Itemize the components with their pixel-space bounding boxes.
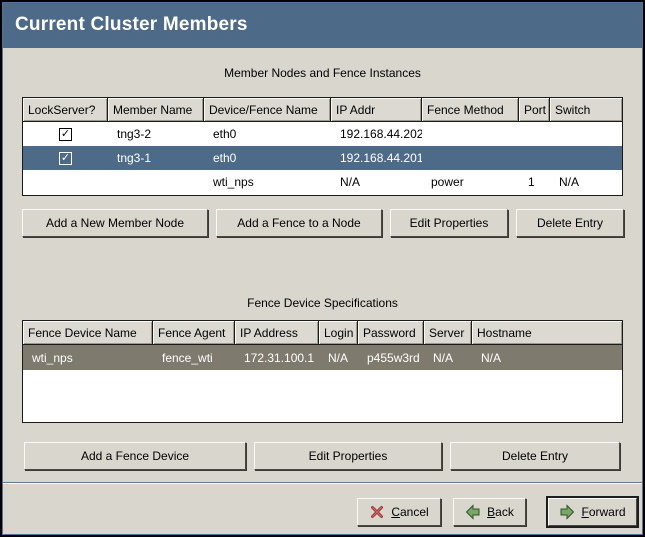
page-title: Current Cluster Members (15, 14, 248, 35)
device-fence-name-cell: wti_nps (213, 175, 254, 189)
port-cell: 1 (528, 175, 535, 189)
add-fence-device-button[interactable]: Add a Fence Device (24, 442, 246, 470)
column-header-switch[interactable]: Switch (550, 98, 622, 122)
login-cell: N/A (328, 350, 349, 365)
switch-cell: N/A (559, 175, 580, 189)
port-cell (519, 122, 550, 146)
lockserver-cell (23, 170, 108, 194)
fence-table-caption: Fence Device Specifications (247, 296, 398, 310)
column-header-device-fence-name[interactable]: Device/Fence Name (204, 98, 331, 122)
member-table-actions: Add a New Member Node Add a Fence to a N… (22, 209, 624, 237)
column-header-password[interactable]: Password (358, 321, 424, 345)
cancel-label: Cancel (391, 505, 429, 519)
ip-addr-cell: N/A (340, 175, 361, 189)
fence-table-header-row: Fence Device Name Fence Agent IP Address… (23, 321, 622, 345)
member-row-selected[interactable]: ✓ tng3-1 eth0 192.168.44.201 (23, 146, 622, 170)
ip-address-cell: 172.31.100.1 (244, 350, 315, 365)
column-header-server[interactable]: Server (424, 321, 472, 345)
ip-addr-cell: 192.168.44.201 (340, 151, 422, 165)
fence-device-name-cell: wti_nps (32, 350, 73, 365)
lockserver-checkbox[interactable]: ✓ (59, 127, 72, 141)
lockserver-cell: ✓ (23, 146, 108, 170)
green-arrow-left-icon (465, 504, 480, 520)
column-header-lockserver[interactable]: LockServer? (23, 98, 108, 122)
password-cell: p455w3rd (367, 350, 420, 365)
lockserver-cell: ✓ (23, 122, 108, 146)
delete-member-entry-button[interactable]: Delete Entry (516, 209, 624, 237)
add-member-node-button[interactable]: Add a New Member Node (22, 209, 208, 237)
title-bar: Current Cluster Members (2, 2, 643, 48)
fence-method-cell: power (431, 175, 464, 189)
green-arrow-right-icon (560, 504, 575, 520)
member-table-header-row: LockServer? Member Name Device/Fence Nam… (23, 98, 622, 122)
red-x-icon (371, 506, 384, 518)
server-cell: N/A (433, 350, 454, 365)
member-name-cell (108, 170, 204, 194)
column-header-ip-addr[interactable]: IP Addr (331, 98, 422, 122)
column-header-port[interactable]: Port (519, 98, 550, 122)
column-header-fence-method[interactable]: Fence Method (422, 98, 519, 122)
fence-agent-cell: fence_wti (162, 350, 213, 365)
forward-button[interactable]: Forward (546, 496, 639, 528)
cancel-button[interactable]: Cancel (357, 498, 441, 526)
fence-method-cell (422, 122, 519, 146)
switch-cell (550, 122, 622, 146)
back-label: Back (487, 505, 514, 519)
device-fence-name-cell: eth0 (213, 151, 237, 165)
column-header-fence-device-name[interactable]: Fence Device Name (23, 321, 153, 345)
member-row[interactable]: wti_nps N/A power 1 N/A (23, 170, 622, 194)
footer-separator (2, 482, 643, 484)
fence-devices-table: Fence Device Name Fence Agent IP Address… (22, 320, 623, 423)
delete-fence-entry-button[interactable]: Delete Entry (450, 442, 620, 470)
hostname-cell: N/A (481, 350, 502, 365)
switch-cell (550, 146, 622, 170)
fence-row-selected[interactable]: wti_nps fence_wti 172.31.100.1 N/A p455w… (23, 345, 622, 370)
member-name-cell: tng3-2 (117, 127, 152, 141)
edit-member-properties-button[interactable]: Edit Properties (390, 209, 508, 237)
column-header-hostname[interactable]: Hostname (472, 321, 622, 345)
fence-table-actions: Add a Fence Device Edit Properties Delet… (24, 442, 620, 470)
add-fence-to-node-button[interactable]: Add a Fence to a Node (216, 209, 382, 237)
member-row[interactable]: ✓ tng3-2 eth0 192.168.44.202 (23, 122, 622, 146)
ip-addr-cell: 192.168.44.202 (340, 127, 422, 141)
fence-method-cell (422, 146, 519, 170)
column-header-member-name[interactable]: Member Name (108, 98, 204, 122)
device-fence-name-cell: eth0 (213, 127, 237, 141)
member-name-cell: tng3-1 (117, 151, 152, 165)
column-header-ip-address[interactable]: IP Address (235, 321, 319, 345)
port-cell (519, 146, 550, 170)
column-header-login[interactable]: Login (319, 321, 358, 345)
forward-label: Forward (581, 505, 626, 519)
lockserver-checkbox[interactable]: ✓ (59, 151, 72, 165)
column-header-fence-agent[interactable]: Fence Agent (153, 321, 235, 345)
member-nodes-table: LockServer? Member Name Device/Fence Nam… (22, 97, 623, 196)
edit-fence-properties-button[interactable]: Edit Properties (254, 442, 442, 470)
back-button[interactable]: Back (453, 498, 526, 526)
member-table-caption: Member Nodes and Fence Instances (224, 66, 421, 80)
